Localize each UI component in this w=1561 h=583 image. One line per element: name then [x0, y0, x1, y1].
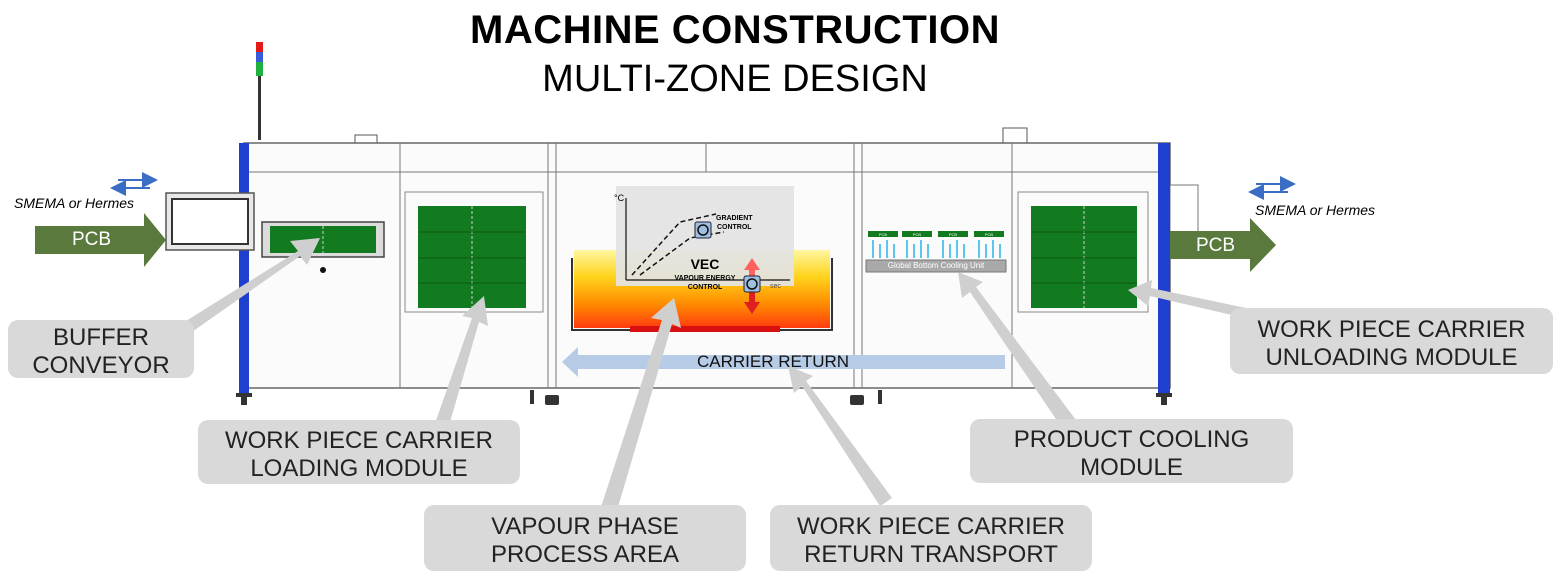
- pcb-in-arrow: [35, 213, 166, 267]
- pcb-out-arrow: [1170, 218, 1276, 272]
- pcb-out-label: PCB: [1196, 235, 1236, 256]
- graph-x-unit: sec: [770, 283, 781, 290]
- diagram-title: MACHINE CONSTRUCTION: [470, 8, 1000, 52]
- diagram-subtitle: MULTI-ZONE DESIGN: [542, 58, 928, 100]
- callout-cooling-module: PRODUCT COOLING MODULE: [970, 419, 1293, 483]
- smema-left-label: SMEMA or Hermes: [14, 195, 135, 211]
- gradient-control-label: GRADIENT CONTROL: [716, 215, 753, 231]
- cooling-unit-label: Global Bottom Cooling Unit: [887, 261, 985, 270]
- callout-loading-module: WORK PIECE CARRIER LOADING MODULE: [198, 420, 520, 484]
- callout-buffer-conveyor: BUFFER CONVEYOR: [8, 320, 194, 379]
- callout-vapour-phase: VAPOUR PHASE PROCESS AREA: [424, 505, 746, 571]
- cooling-pcb-label: PCB: [879, 232, 888, 237]
- callout-return-transport: WORK PIECE CARRIER RETURN TRANSPORT: [770, 505, 1092, 571]
- vapour-energy-control-label: VAPOUR ENERGY CONTROL: [674, 275, 736, 291]
- gradient-control-icon: [694, 221, 712, 239]
- vec-label: VEC: [690, 256, 720, 272]
- smema-right-arrows-icon: [1248, 176, 1296, 200]
- carrier-return-label: CARRIER RETURN: [697, 352, 850, 371]
- cooling-pcb-label: PCB: [913, 232, 922, 237]
- callout-unloading-module: WORK PIECE CARRIER UNLOADING MODULE: [1230, 308, 1553, 374]
- pointer-arrows: [165, 238, 1265, 514]
- cooling-unit: [865, 231, 1007, 273]
- smema-left-arrows-icon: [110, 172, 158, 196]
- vapour-energy-arrows-icon: [743, 258, 761, 314]
- signal-tower: [256, 42, 263, 140]
- smema-right-label: SMEMA or Hermes: [1255, 202, 1376, 218]
- pcb-in-label: PCB: [72, 229, 112, 250]
- cooling-pcb-label: PCB: [985, 232, 994, 237]
- graph-y-unit: °C: [614, 193, 625, 203]
- cooling-pcb-label: PCB: [949, 232, 958, 237]
